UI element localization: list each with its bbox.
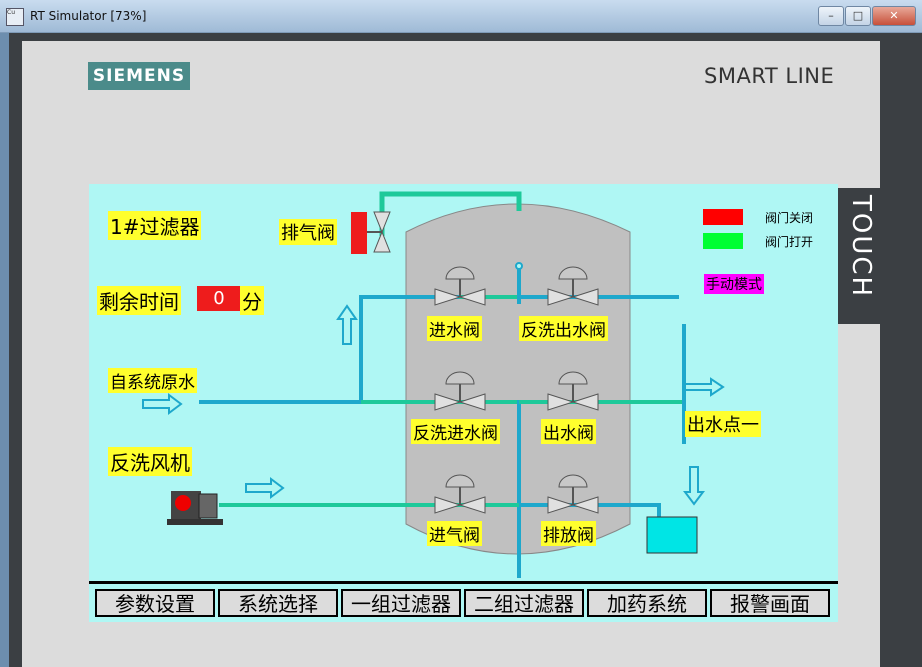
- close-button[interactable]: ✕: [872, 6, 916, 26]
- outlet-label: 出水点一: [685, 411, 761, 437]
- up-arrow: [336, 304, 358, 345]
- nav-button-group2[interactable]: 二组过滤器: [464, 589, 584, 617]
- drain-valve-icon: [547, 474, 599, 514]
- drain-tank: [646, 516, 698, 554]
- blower-label: 反洗风机: [108, 447, 192, 476]
- air-valve-icon: [434, 474, 486, 514]
- outlet-valve-icon: [547, 371, 599, 411]
- minimize-button[interactable]: –: [818, 6, 844, 26]
- model-label: SMART LINE: [704, 64, 835, 88]
- nav-button-alarm[interactable]: 报警画面: [710, 589, 830, 617]
- app-icon: Cu: [6, 8, 24, 26]
- siemens-logo: SIEMENS: [88, 62, 190, 90]
- remaining-value-field: 0: [197, 286, 241, 311]
- inlet-valve-icon: [434, 266, 486, 306]
- nav-button-dosing[interactable]: 加药系统: [587, 589, 707, 617]
- legend-open-swatch: [703, 233, 743, 249]
- process-diagram: [142, 191, 725, 578]
- raw-water-arrow: [142, 393, 183, 415]
- outlet-arrow: [684, 377, 725, 397]
- down-arrow: [683, 466, 705, 506]
- nav-button-params[interactable]: 参数设置: [95, 589, 215, 617]
- remaining-unit: 分: [240, 286, 264, 315]
- remaining-label: 剩余时间: [97, 286, 181, 315]
- nav-divider: [89, 581, 838, 584]
- window-title: RT Simulator [73%]: [30, 9, 147, 23]
- exhaust-valve-label[interactable]: 排气阀: [279, 219, 337, 245]
- legend-open-label: 阀门打开: [765, 235, 814, 249]
- hmi-screen: 1#过滤器 剩余时间 0 分 自系统原水 反洗风机 排气阀 出水点一 进水阀 反…: [89, 184, 838, 622]
- inlet-valve-label[interactable]: 进水阀: [427, 316, 482, 341]
- window-titlebar: [0, 0, 922, 33]
- drain-valve-label[interactable]: 排放阀: [541, 521, 596, 546]
- legend-closed-swatch: [703, 209, 743, 225]
- nav-button-group1[interactable]: 一组过滤器: [341, 589, 461, 617]
- backwash-in-valve-icon: [434, 371, 486, 411]
- maximize-button[interactable]: □: [845, 6, 871, 26]
- backwash-out-valve-label[interactable]: 反洗出水阀: [519, 316, 608, 341]
- raw-water-label: 自系统原水: [108, 368, 197, 393]
- outlet-valve-label[interactable]: 出水阀: [541, 419, 596, 444]
- air-valve-label[interactable]: 进气阀: [427, 521, 482, 546]
- legend-closed-label: 阀门关闭: [765, 211, 814, 225]
- backwash-out-valve-icon: [547, 266, 599, 306]
- exhaust-valve-icon: [351, 211, 391, 254]
- mode-indicator[interactable]: 手动模式: [704, 274, 764, 294]
- nav-button-system[interactable]: 系统选择: [218, 589, 338, 617]
- blower-icon: [167, 491, 223, 525]
- backwash-in-valve-label[interactable]: 反洗进水阀: [411, 419, 500, 444]
- filter-title: 1#过滤器: [108, 211, 202, 240]
- touch-label: TOUCH: [846, 195, 876, 299]
- touch-strip: [838, 188, 880, 324]
- blower-arrow: [245, 477, 285, 499]
